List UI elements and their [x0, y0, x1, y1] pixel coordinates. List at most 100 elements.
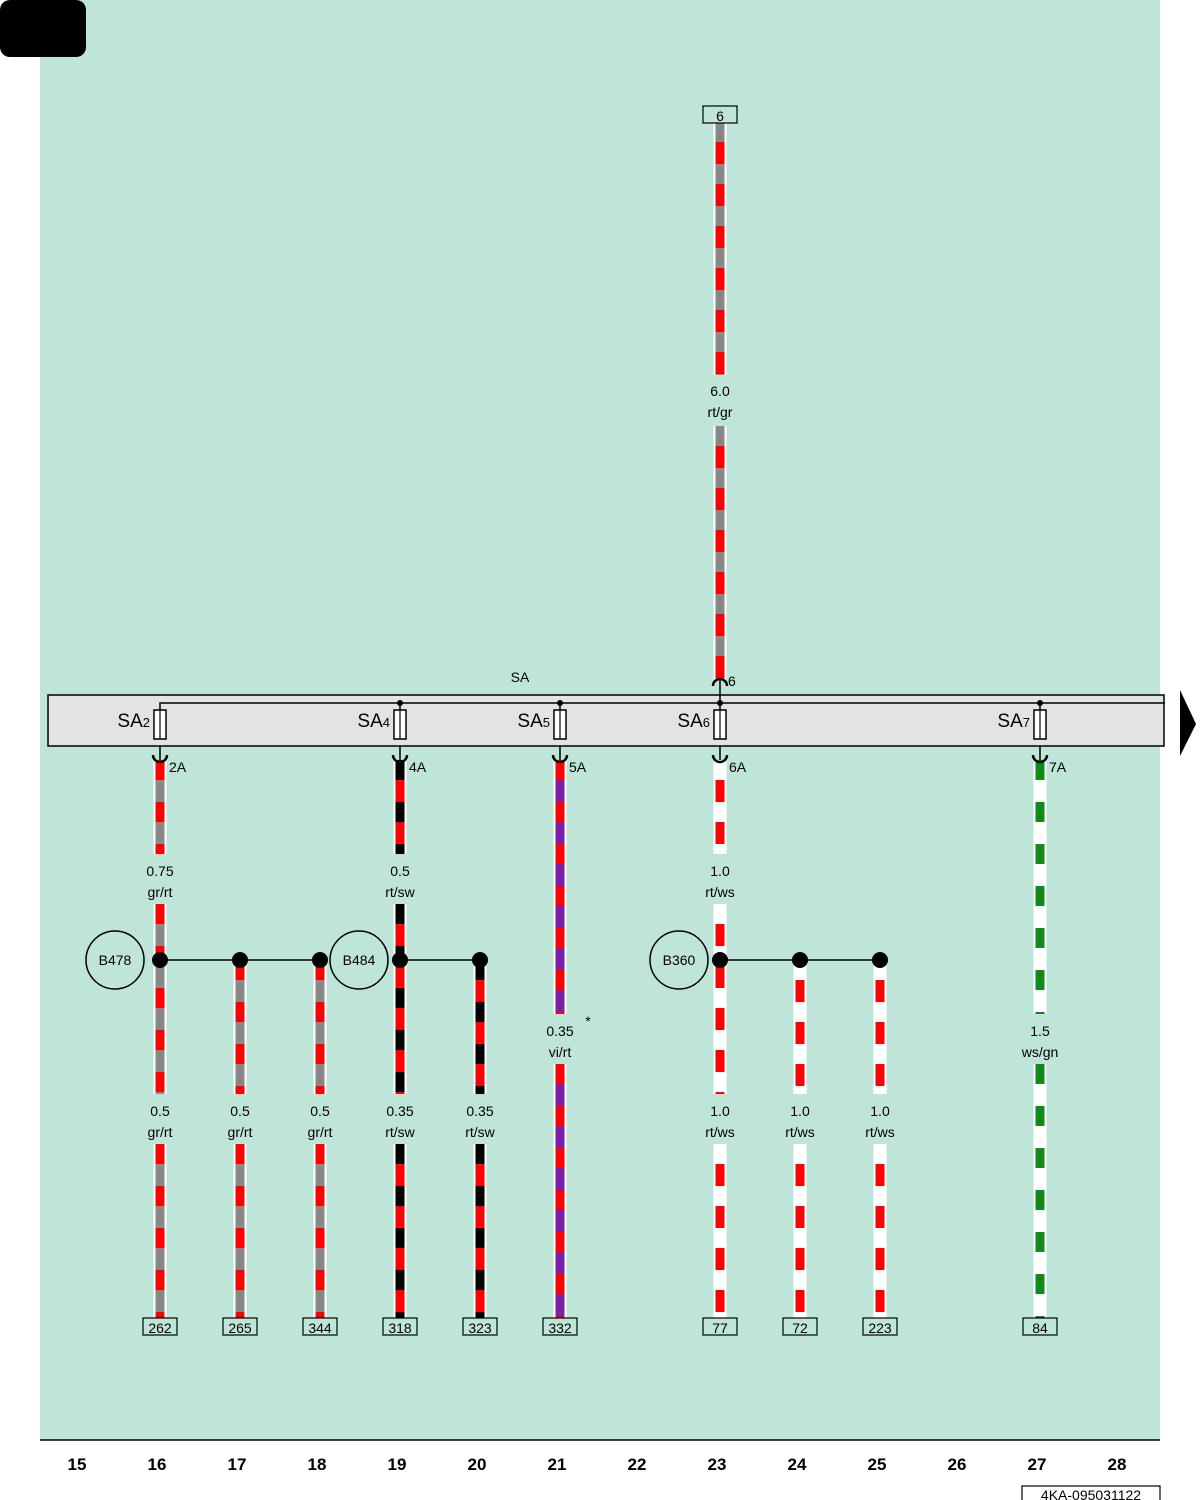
branch-size-label: 0.5: [230, 1103, 250, 1119]
grid-numbers: 15 16 17 18 19 20 21 22 23 24 25 26 27 28: [68, 1455, 1127, 1474]
branch-size-label: 0.5: [150, 1103, 170, 1119]
splice-label-b478: B478: [99, 952, 132, 968]
wire-size-label: 1.5: [1030, 1023, 1050, 1039]
wire-color-label: ws/gn: [1021, 1044, 1059, 1060]
fuse-label-sa7: SA7: [997, 711, 1030, 732]
fuse-label-sa6: SA6: [677, 711, 710, 732]
fuse-rating-sa7: 7A: [1049, 759, 1067, 775]
page-tab: [0, 0, 86, 57]
grid-number: 15: [68, 1455, 87, 1474]
splice-circle-b478: [85, 930, 145, 990]
splice-dot: [232, 952, 248, 968]
terminal-label: 265: [228, 1320, 252, 1336]
terminal-72: 72: [782, 1317, 818, 1336]
grid-number: 20: [468, 1455, 487, 1474]
branch-size-label: 0.35: [466, 1103, 493, 1119]
fuse-rating-sa2: 2A: [169, 759, 187, 775]
main-wire-size: 6.0: [710, 383, 730, 399]
branch-size-label: 0.5: [310, 1103, 330, 1119]
fuse-sa5: SA5 5A: [517, 700, 587, 775]
grid-number: 24: [788, 1455, 807, 1474]
wires-layer: [153, 122, 1047, 1318]
splice-label-b484: B484: [343, 952, 376, 968]
splice-dot: [872, 952, 888, 968]
grid-number: 17: [228, 1455, 247, 1474]
branch-color-label: rt/ws: [705, 1124, 735, 1140]
splice-dot: [792, 952, 808, 968]
splice-circle-b484: [329, 930, 389, 990]
terminal-label: 77: [712, 1320, 728, 1336]
fuse-bar-label: SA: [511, 669, 530, 685]
branch-color-label: gr/rt: [148, 1124, 173, 1140]
terminal-318: 318: [382, 1317, 418, 1336]
fuse-sa6: SA6 6A 6: [677, 673, 746, 775]
terminal-262: 262: [142, 1317, 178, 1336]
fuse-sa2: SA2 2A: [117, 709, 187, 775]
continue-arrow-icon: [1180, 690, 1196, 756]
grid-number: 27: [1028, 1455, 1047, 1474]
document-code-box: [1021, 1485, 1161, 1500]
grid-number: 28: [1108, 1455, 1127, 1474]
grid-number: 22: [628, 1455, 647, 1474]
grid-number: 21: [548, 1455, 567, 1474]
wire-color-label: gr/rt: [148, 884, 173, 900]
branch-color-label: rt/sw: [465, 1124, 495, 1140]
terminal-223: 223: [862, 1317, 898, 1336]
wire-size-label: 0.75: [146, 863, 173, 879]
splice-dot: [472, 952, 488, 968]
splice-label-b360: B360: [663, 952, 696, 968]
input-terminal-label: 6: [728, 673, 736, 689]
terminal-label: 223: [868, 1320, 892, 1336]
top-connector-box: [702, 105, 738, 124]
fuse-rating-sa5: 5A: [569, 759, 587, 775]
fuse-rating-sa4: 4A: [409, 759, 427, 775]
branch-size-label: 1.0: [790, 1103, 810, 1119]
branch-color-label: gr/rt: [228, 1124, 253, 1140]
grid-number: 26: [948, 1455, 967, 1474]
branch-size-label: 0.35: [386, 1103, 413, 1119]
branch-color-label: gr/rt: [308, 1124, 333, 1140]
splice-dot: [152, 952, 168, 968]
terminal-label: 323: [468, 1320, 492, 1336]
terminal-label: 72: [792, 1320, 808, 1336]
wire-color-label: vi/rt: [549, 1044, 572, 1060]
grid-number: 23: [708, 1455, 727, 1474]
terminal-84: 84: [1022, 1317, 1058, 1336]
terminal-344: 344: [302, 1317, 338, 1336]
grid-number: 18: [308, 1455, 327, 1474]
wire-color-label: rt/ws: [705, 884, 735, 900]
terminal-label: 332: [548, 1320, 572, 1336]
fuse-label-sa5: SA5: [517, 711, 550, 732]
fuse-sa4: SA4 4A: [357, 700, 427, 775]
top-connector-label: 6: [716, 108, 724, 124]
terminal-label: 262: [148, 1320, 172, 1336]
splice-dot: [712, 952, 728, 968]
fuse-rating-sa6: 6A: [729, 759, 747, 775]
wire-size-label: 0.35: [546, 1023, 573, 1039]
grid-number: 25: [868, 1455, 887, 1474]
wire-size-label: 0.5: [390, 863, 410, 879]
wire-note-asterisk: *: [585, 1013, 591, 1029]
terminal-323: 323: [462, 1317, 498, 1336]
grid-number: 19: [388, 1455, 407, 1474]
fuse-busbar: [159, 702, 1165, 712]
branch-color-label: rt/ws: [865, 1124, 895, 1140]
terminal-label: 344: [308, 1320, 332, 1336]
splice-dot: [312, 952, 328, 968]
branch-size-label: 1.0: [710, 1103, 730, 1119]
splice-circle-b360: [649, 930, 709, 990]
terminal-label: 318: [388, 1320, 412, 1336]
document-code: 4KA-095031122: [1041, 1487, 1141, 1500]
wire-size-label: 1.0: [710, 863, 730, 879]
terminal-265: 265: [222, 1317, 258, 1336]
terminal-label: 84: [1032, 1320, 1048, 1336]
grid-number: 16: [148, 1455, 167, 1474]
splice-dot: [392, 952, 408, 968]
wire-color-label: rt/sw: [385, 884, 415, 900]
fuse-label-sa4: SA4: [357, 711, 390, 732]
terminal-332: 332: [542, 1317, 578, 1336]
terminal-77: 77: [702, 1317, 738, 1336]
fuse-label-sa2: SA2: [117, 711, 150, 732]
main-wire-color: rt/gr: [708, 404, 733, 420]
